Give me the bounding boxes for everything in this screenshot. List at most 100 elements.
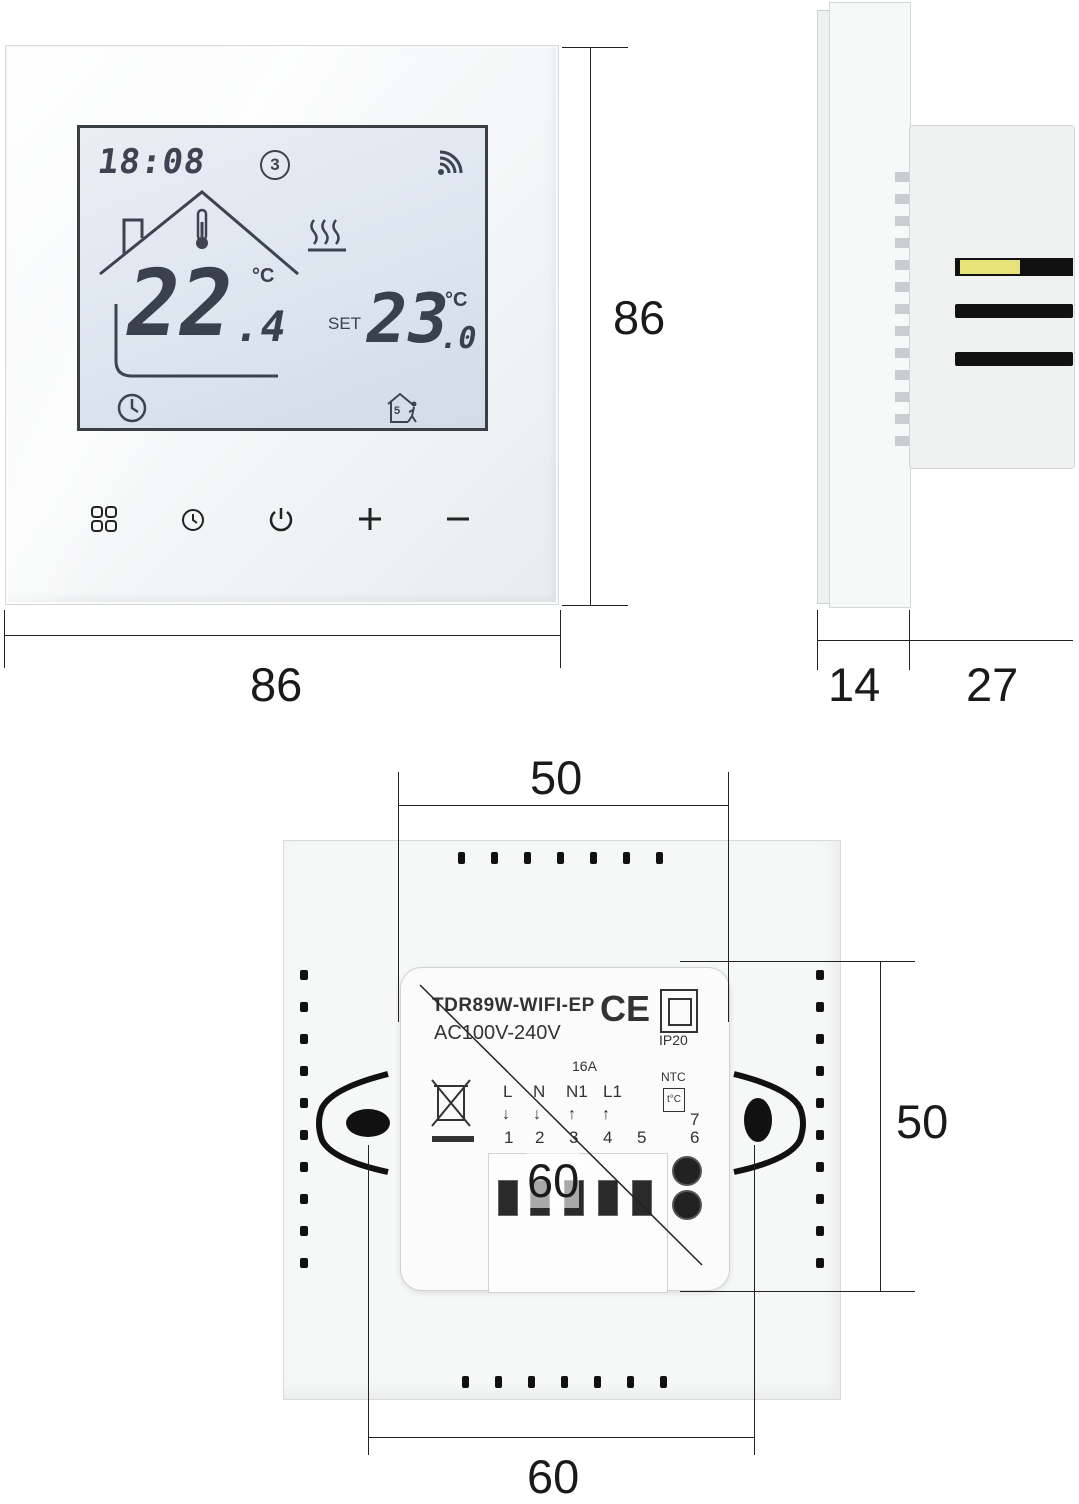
up-arrow-icon: ↑ <box>602 1106 610 1123</box>
power-icon <box>269 508 293 532</box>
ce-mark: CE <box>600 988 651 1029</box>
vent <box>462 1376 469 1388</box>
weee-bin-icon <box>431 1079 474 1142</box>
terminal-label-n: N <box>533 1082 546 1101</box>
vent <box>816 970 824 980</box>
side-clip <box>895 194 909 204</box>
front-height-tick-top <box>562 47 628 48</box>
plus-icon <box>359 508 381 530</box>
side-clip <box>895 436 909 446</box>
current-temperature-decimal: .4 <box>230 302 290 351</box>
front-width-label: 86 <box>250 658 303 711</box>
away-counter: 5 <box>394 405 401 417</box>
vent <box>816 1002 824 1012</box>
box-height-label: 50 <box>896 1095 949 1148</box>
side-depth-tick-middle <box>909 610 910 670</box>
down-arrow-icon: ↓ <box>533 1106 541 1123</box>
vent <box>300 1162 308 1172</box>
vent <box>816 1226 824 1236</box>
grid-icon <box>91 506 117 532</box>
vent <box>816 1098 824 1108</box>
power-button[interactable] <box>259 497 303 541</box>
box-height-tick-bottom <box>680 1291 915 1292</box>
hole-spacing-label: 60 <box>527 1450 580 1503</box>
side-clip <box>895 172 909 182</box>
side-clip <box>895 238 909 248</box>
vent <box>816 1130 824 1140</box>
ip-rating: IP20 <box>659 1032 688 1048</box>
box-width-label: 50 <box>530 751 583 804</box>
double-insulation-icon <box>660 989 698 1033</box>
current-rating: 16A <box>572 1058 597 1074</box>
front-width-tick-right <box>560 610 561 668</box>
box-width-tick-left <box>398 772 399 1022</box>
clock-readout: 18:08 <box>95 142 209 182</box>
side-clip <box>895 392 909 402</box>
program-number: 3 <box>260 150 290 180</box>
terminal-label-l1: L1 <box>603 1082 622 1101</box>
vent <box>300 1130 308 1140</box>
vent <box>300 1098 308 1108</box>
vent <box>300 1002 308 1012</box>
terminal-screw <box>672 1156 702 1186</box>
terminal-screw <box>672 1190 702 1220</box>
terminal-number-1: 1 <box>504 1128 514 1147</box>
box-width-tick-right <box>728 772 729 1022</box>
vent <box>300 1258 308 1268</box>
side-slot-3 <box>955 352 1073 366</box>
front-width-tick-left <box>4 610 5 668</box>
terminal-label-l: L <box>503 1082 513 1101</box>
vent <box>557 852 564 864</box>
wifi-icon <box>438 150 463 175</box>
current-unit: °C <box>252 265 275 287</box>
ntc-symbol: t°C <box>663 1088 685 1112</box>
hole-spacing-dimension-line <box>368 1437 754 1438</box>
down-arrow-icon: ↓ <box>502 1106 510 1123</box>
current-temperature: 22 <box>117 250 242 357</box>
minus-icon <box>447 517 469 521</box>
diagonal-dimension-line <box>419 984 703 1266</box>
set-temperature-decimal: .0 <box>437 321 480 356</box>
right-mounting-slot <box>733 1071 806 1175</box>
box-height-dimension-line <box>880 961 881 1291</box>
side-clip <box>895 304 909 314</box>
vent <box>590 852 597 864</box>
terminal-number-2: 2 <box>535 1128 545 1147</box>
menu-button[interactable] <box>82 497 126 541</box>
minus-button[interactable] <box>436 497 480 541</box>
terminal-clamp <box>632 1180 652 1216</box>
clock-button[interactable] <box>171 497 215 541</box>
vent <box>300 1066 308 1076</box>
terminal-number-7: 7 <box>690 1110 700 1129</box>
side-clip <box>895 326 909 336</box>
diagonal-label: 60 <box>527 1153 580 1208</box>
up-arrow-icon: ↑ <box>568 1106 576 1123</box>
side-clip <box>895 370 909 380</box>
plus-button[interactable] <box>348 497 392 541</box>
front-width-dimension-line <box>4 635 560 636</box>
vent <box>623 852 630 864</box>
clock-icon <box>182 509 204 531</box>
heating-icon <box>308 219 346 252</box>
side-clip <box>895 282 909 292</box>
vent <box>458 852 465 864</box>
house-icon <box>99 190 299 378</box>
side-clip <box>895 414 909 424</box>
vent <box>627 1376 634 1388</box>
vent <box>524 852 531 864</box>
front-height-tick-bottom <box>562 605 628 606</box>
side-front-depth-label: 14 <box>828 658 881 711</box>
terminal-number-4: 4 <box>603 1128 613 1147</box>
vent <box>816 1066 824 1076</box>
vent <box>656 852 663 864</box>
left-mounting-slot <box>316 1071 390 1175</box>
front-height-dimension-line <box>590 47 591 605</box>
side-clip <box>895 260 909 270</box>
front-height-label: 86 <box>613 291 666 344</box>
side-clip <box>895 216 909 226</box>
side-depth-tick-front <box>817 610 818 670</box>
vent <box>300 970 308 980</box>
terminal-clamp <box>598 1180 618 1216</box>
box-height-tick-top <box>680 961 915 962</box>
vent <box>495 1376 502 1388</box>
